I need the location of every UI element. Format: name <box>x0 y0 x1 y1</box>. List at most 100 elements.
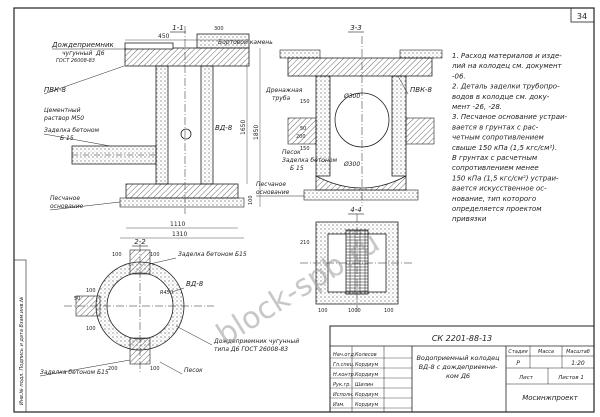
note-line: мент -26, -28. <box>452 103 502 111</box>
pavement-left <box>279 49 321 59</box>
title-line-2: ВД-8 с дождеприемни- <box>419 363 499 371</box>
dim-150b: 150 <box>300 146 310 152</box>
note-line: привязки <box>452 215 487 223</box>
org-name: Мосинжпроект <box>522 394 578 402</box>
label-pvk8-right: ПВК-8 <box>410 86 433 94</box>
label-seal-b-2: Б 15 <box>290 165 304 172</box>
dim-100b: 100 <box>112 252 122 258</box>
left-wall <box>155 65 169 185</box>
note-line: В грунтах с расчетным <box>452 154 538 162</box>
dim-1110: 1110 <box>170 221 185 228</box>
dim-1310: 1310 <box>172 231 187 238</box>
section-3-3: 3-3 Ø300 Ø300 150 150 50 200 Дренажная т… <box>256 24 443 206</box>
note-line: -06. <box>452 72 466 80</box>
label-cement-2: раствор М50 <box>43 115 84 122</box>
stage-value: Р <box>516 360 520 367</box>
bottom-slab <box>125 183 239 199</box>
note-line: вается в грунтах с рас- <box>452 123 539 131</box>
title-line-3: ком Д6 <box>446 372 470 380</box>
dim-100f: 100 <box>150 366 160 372</box>
pipe-opening <box>180 128 192 140</box>
dim-100h: 100 <box>384 308 394 314</box>
tb-person: Кордиум <box>355 392 378 398</box>
tb-role: Исполн. <box>333 392 354 398</box>
label-rain-grate: Дождеприемник <box>51 41 114 49</box>
dim-100c: 100 <box>150 252 160 258</box>
note-line: 2. Деталь заделки трубопро- <box>452 83 560 91</box>
note-line: нование, тип которого <box>452 195 536 203</box>
label-sand: Песок <box>282 149 301 156</box>
dim-150a: 150 <box>300 99 310 105</box>
title-block: СК 2201-88-13 Водоприемный колодец ВД-8 … <box>329 325 595 413</box>
side-stamp <box>13 259 27 413</box>
note-line: сопротивлением менее <box>452 164 539 172</box>
scale-value: 1:20 <box>571 360 585 367</box>
tb-role: Нач.отд. <box>333 352 355 358</box>
grate-left <box>124 42 174 50</box>
tb-role: Н.контр. <box>333 372 355 378</box>
tb-person: Кордиум <box>355 372 378 378</box>
bottom-tray <box>315 175 407 191</box>
tb-person: Колесов <box>355 352 377 358</box>
dim-930b: Ø300 <box>343 161 360 168</box>
label-curb: Бортовой камень <box>218 39 273 46</box>
scale-header: Масштаб <box>566 349 590 355</box>
dim-1000: 1000 <box>348 308 361 314</box>
label-grate-bottom: Дождеприемник чугунный <box>213 338 299 345</box>
title-code: СК 2201-88-13 <box>432 334 492 343</box>
label-seal: Заделка бетоном <box>44 127 100 134</box>
label-dd8: ВД-8 <box>186 280 204 288</box>
title-line-1: Водоприемный колодец <box>416 354 500 362</box>
tb-role: Изм. <box>333 402 345 408</box>
label-seal-2-2: Заделка бетоном Б15 <box>178 251 247 258</box>
section-1-1-label: 1-1 <box>172 24 183 32</box>
label-cement: Цементный <box>44 107 81 114</box>
dim-1850: 1850 <box>253 125 260 140</box>
label-sand-base: Песчаное <box>50 195 80 202</box>
dim-210: 210 <box>300 240 310 246</box>
label-drain-pipe: Дренажная <box>265 87 303 94</box>
dim-50: 50 <box>300 126 306 132</box>
note-line: определяется проектом <box>452 205 542 213</box>
label-drain-pipe-2: труба <box>272 95 291 102</box>
sand-base-3-3 <box>303 189 419 201</box>
note-line: 1. Расход материалов и изде- <box>452 52 562 60</box>
section-2-2: 2-2 100 100 100 100 R450 50 200 100 Заде… <box>39 238 299 377</box>
dim-1650: 1650 <box>240 120 247 135</box>
right-wall-3-3 <box>391 75 407 177</box>
dim-100-side: 100 <box>248 195 254 205</box>
dim-930: Ø300 <box>343 93 360 100</box>
dim-100e: 100 <box>86 326 96 332</box>
label-sand-bottom: Песок <box>184 367 203 374</box>
notes: 1. Расход материалов и изде-лий на колод… <box>451 52 568 223</box>
label-rain-grate-4: Д6 <box>95 50 105 57</box>
note-line: водов в колодце см. доку- <box>452 93 550 101</box>
tb-person: Кордиум <box>355 402 378 408</box>
section-4-4-label: 4-4 <box>350 206 361 214</box>
sheet-header: Лист <box>518 375 534 381</box>
section-3-3-label: 3-3 <box>350 24 361 32</box>
dim-200: 200 <box>296 134 306 140</box>
label-sand-base-mid-2: основание <box>256 189 290 196</box>
label-seal-b: Заделка бетоном <box>282 157 338 164</box>
section-1-1: 1-1 450 1110 1310 1850 1650 100 300 Д <box>43 24 273 239</box>
note-line: 150 кПа (1,5 кгс/см²) устраи- <box>452 174 559 182</box>
dim-100d: 100 <box>86 288 96 294</box>
section-2-2-label: 2-2 <box>134 238 146 246</box>
sheet-number-box <box>570 7 595 23</box>
label-rain-grate-3: ГОСТ 26008-83 <box>56 58 95 64</box>
tb-role: Рук.гр. <box>333 382 351 388</box>
pavement-right <box>399 49 443 59</box>
tb-person: Кордиум <box>355 362 378 368</box>
label-seal-2: Б 15 <box>60 135 74 142</box>
note-line: четным сопротивлением <box>452 134 545 142</box>
label-sand-base-2: основание <box>50 203 84 210</box>
note-line: лий на колодец см. документ <box>451 62 563 70</box>
dim-100g: 100 <box>318 308 328 314</box>
tb-role: Гл.спец. <box>333 362 355 368</box>
dim-300-top: 300 <box>214 26 224 32</box>
pipe-3-3-right <box>405 117 435 145</box>
dim-r450: R450 <box>160 290 173 296</box>
mass-header: Масса <box>538 349 554 355</box>
tb-person: Шилин <box>355 382 374 388</box>
